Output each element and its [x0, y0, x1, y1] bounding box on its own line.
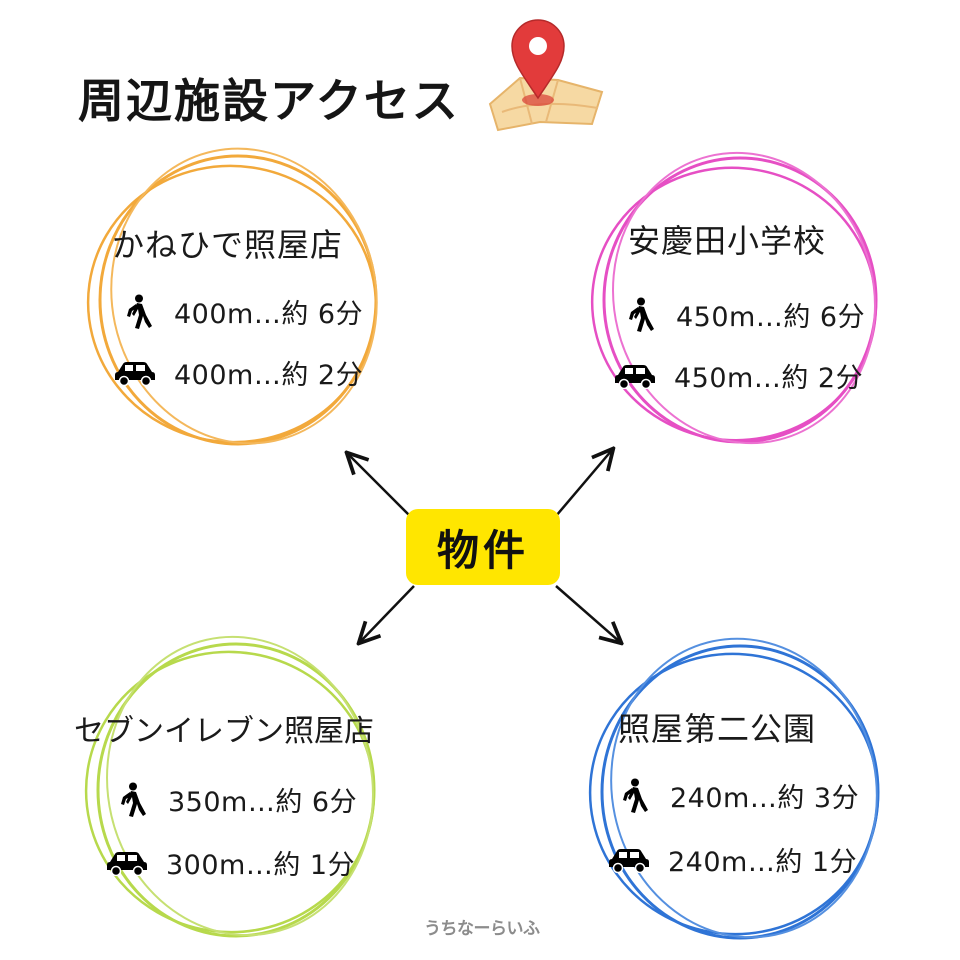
car-distance: 240m…約 1分 [668, 847, 858, 878]
walk-distance: 350m…約 6分 [168, 787, 358, 818]
walk-row: 450m…約 6分 [620, 295, 865, 334]
property-label: 物件 [436, 525, 529, 575]
car-distance: 300m…約 1分 [166, 850, 356, 881]
page-title: 周辺施設アクセス [78, 74, 460, 128]
facility-name: かねひで照屋店 [112, 226, 344, 264]
facility-name: 安慶田小学校 [628, 222, 827, 260]
walking-person-icon [620, 297, 658, 332]
walk-distance: 240m…約 3分 [670, 783, 860, 814]
car-row: 240m…約 1分 [608, 840, 857, 879]
car-row: 300m…約 1分 [106, 843, 355, 882]
arrow-to-park [555, 585, 620, 642]
walk-row: 350m…約 6分 [112, 780, 357, 819]
watermark: うちなーらいふ [424, 919, 540, 939]
walking-person-icon [118, 294, 156, 329]
walk-row: 400m…約 6分 [118, 292, 363, 331]
walking-person-icon [614, 778, 652, 813]
car-row: 400m…約 2分 [114, 353, 363, 392]
car-row: 450m…約 2分 [614, 356, 863, 395]
walk-distance: 450m…約 6分 [676, 302, 866, 333]
arrow-to-kanehide [348, 454, 413, 519]
arrow-to-aketa [555, 450, 612, 517]
car-icon [614, 359, 656, 393]
car-icon [106, 846, 148, 880]
map-pin-icon [488, 19, 604, 132]
facility-name: セブンイレブン照屋店 [74, 714, 374, 749]
facility-circle-kanehide [86, 147, 378, 446]
walk-row: 240m…約 3分 [614, 776, 859, 815]
property-box: 物件 [406, 509, 560, 585]
facility-circle-seven [84, 635, 376, 938]
facility-name: 照屋第二公園 [618, 710, 817, 748]
walk-distance: 400m…約 6分 [174, 299, 364, 330]
car-icon [114, 356, 156, 390]
facility-circle-aketa [590, 151, 878, 445]
car-distance: 400m…約 2分 [174, 360, 364, 391]
car-distance: 450m…約 2分 [674, 363, 864, 394]
title-row: 周辺施設アクセス [78, 58, 460, 138]
car-icon [608, 843, 650, 877]
walking-person-icon [112, 782, 150, 817]
arrow-to-seven [360, 585, 415, 642]
facility-circle-park [588, 637, 880, 940]
